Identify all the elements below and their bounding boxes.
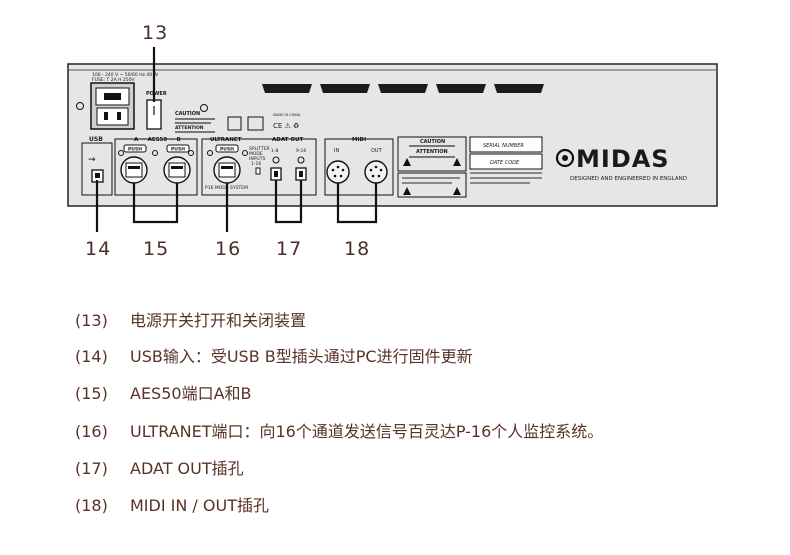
legend-number: (16) [75, 422, 108, 441]
legend-text: ADAT OUT插孔 [130, 459, 244, 478]
legend-item-18: (18) MIDI IN / OUT插孔 [75, 492, 269, 516]
adat-out-label: ADAT OUT [272, 137, 303, 143]
certification-icon [247, 116, 264, 131]
midi-in-port[interactable] [326, 160, 350, 184]
ultranet-port[interactable]: PUSH [213, 144, 241, 184]
legend-text: ULTRANET端口：向16个通道发送信号百灵达P-16个人监控系统。 [130, 422, 604, 441]
legend-item-15: (15) AES50端口A和B [75, 380, 252, 404]
callout-18: 18 [344, 238, 371, 260]
legend-item-13: (13) 电源开关打开和关闭装置 [75, 307, 306, 331]
aes50-port-b[interactable]: PUSH [163, 144, 191, 184]
legend-item-14: (14) USB输入：受USB B型插头通过PC进行固件更新 [75, 343, 473, 367]
midi-out-label: OUT [371, 148, 383, 154]
midi-out-port[interactable] [364, 160, 388, 184]
legend-text: MIDI IN / OUT插孔 [130, 496, 269, 515]
splitter-mode-text: SPLITTER MODE INPUTS 1-16 [249, 146, 270, 167]
svg-text:1-16: 1-16 [251, 161, 261, 167]
callout-lines [95, 47, 378, 232]
svg-text:MODE: MODE [249, 151, 263, 157]
svg-text:ATTENTION: ATTENTION [416, 149, 448, 155]
usb-label: USB [89, 136, 103, 143]
screw-icon [200, 104, 208, 112]
warning-icon [453, 187, 461, 195]
warning-icon [453, 158, 461, 166]
legend-text: AES50端口A和B [130, 384, 252, 403]
power-spec-line1: 100 - 240 V ~ 50/60 Hz 40 W [92, 72, 159, 78]
legend-text: USB输入：受USB B型插头通过PC进行固件更新 [130, 347, 473, 366]
svg-text:SERIAL NUMBER: SERIAL NUMBER [483, 143, 524, 149]
certification-icon [227, 116, 242, 131]
caution-label: CAUTION [175, 111, 200, 117]
ultranet-label: ULTRANET [210, 137, 242, 143]
legend-number: (17) [75, 459, 108, 478]
usb-icon: ⇝ [88, 155, 96, 165]
svg-text:INPUTS: INPUTS [249, 156, 265, 162]
attention-label: ATTENTION [175, 125, 204, 131]
date-code-box [469, 153, 543, 170]
legend-number: (13) [75, 311, 108, 330]
aes50-label: A — AES50 — B [134, 137, 181, 143]
midas-logo: MIDAS [555, 145, 670, 173]
midi-label: MIDI [352, 137, 366, 143]
ce-mark-icon: CE ⚠ ♻ [273, 122, 299, 130]
legend-text: 电源开关打开和关闭装置 [130, 311, 307, 330]
legend-item-17: (17) ADAT OUT插孔 [75, 455, 244, 479]
made-in-label: MADE IN CHINA [273, 113, 301, 117]
screw-icon [76, 102, 84, 110]
legend-number: (18) [75, 496, 108, 515]
warning-icon [403, 187, 411, 195]
svg-text:DATE CODE: DATE CODE [490, 160, 520, 166]
svg-text:SPLITTER: SPLITTER [249, 146, 270, 152]
legend-item-16: (16) ULTRANET端口：向16个通道发送信号百灵达P-16个人监控系统。 [75, 418, 603, 442]
warning-box [397, 136, 467, 172]
midi-in-label: IN [334, 148, 339, 154]
callout-15: 15 [143, 238, 170, 260]
serial-number-box [469, 136, 543, 153]
svg-text:MIDAS: MIDAS [576, 145, 670, 173]
adat-channels-1-8: 1-8 [271, 148, 278, 154]
rear-panel-diagram: 100 - 240 V ~ 50/60 Hz 40 W FUSE: T 2A H… [67, 47, 718, 232]
splitter-mode-switch[interactable] [255, 167, 261, 175]
adat-channels-9-16: 9-16 [296, 148, 306, 154]
power-switch-label: POWER [146, 91, 167, 97]
callout-14: 14 [85, 238, 112, 260]
power-spec-line2: FUSE: T 2A H 250V [92, 77, 135, 83]
aes50-port-a[interactable]: PUSH [120, 144, 148, 184]
vent-slots [262, 84, 544, 93]
svg-text:PUSH: PUSH [128, 147, 142, 153]
callout-16: 16 [215, 238, 242, 260]
callout-17: 17 [276, 238, 303, 260]
brand-tagline: DESIGNED AND ENGINEERED IN ENGLAND [570, 176, 687, 182]
svg-text:PUSH: PUSH [220, 147, 234, 153]
svg-text:PUSH: PUSH [171, 147, 185, 153]
legend-number: (15) [75, 384, 108, 403]
warning-icon [403, 158, 411, 166]
callout-13: 13 [142, 22, 169, 44]
svg-text:CAUTION: CAUTION [420, 139, 445, 145]
legend-number: (14) [75, 347, 108, 366]
